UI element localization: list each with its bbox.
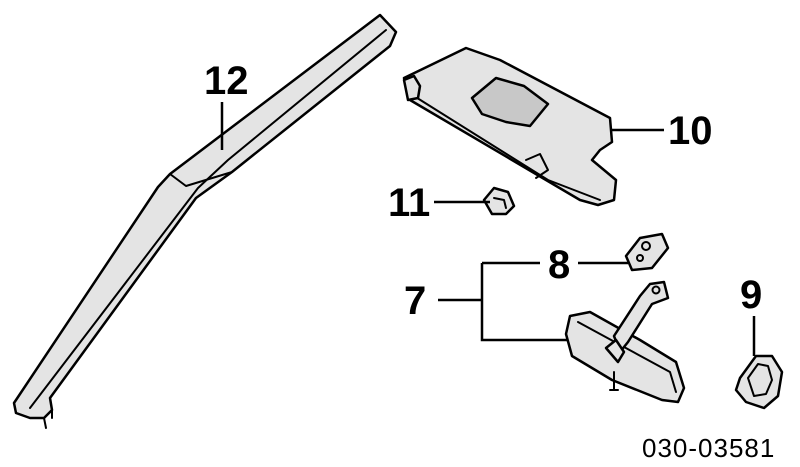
callout-7: 7 (404, 279, 426, 323)
clip-part (482, 186, 516, 216)
mirror-cover-part (734, 354, 784, 410)
callout-11: 11 (388, 181, 430, 225)
sun-visor-part (402, 46, 618, 207)
callout-8: 8 (548, 243, 570, 287)
callout-10: 10 (668, 109, 713, 153)
rear-view-mirror-part (564, 280, 686, 404)
leader-7-bracket (438, 261, 568, 342)
mirror-base-part (624, 232, 670, 272)
pillar-trim-part (12, 13, 398, 429)
leader-lines (220, 102, 756, 356)
callout-9: 9 (740, 273, 762, 317)
diagram-code: 030-03581 (642, 433, 775, 463)
callout-12: 12 (204, 59, 249, 103)
